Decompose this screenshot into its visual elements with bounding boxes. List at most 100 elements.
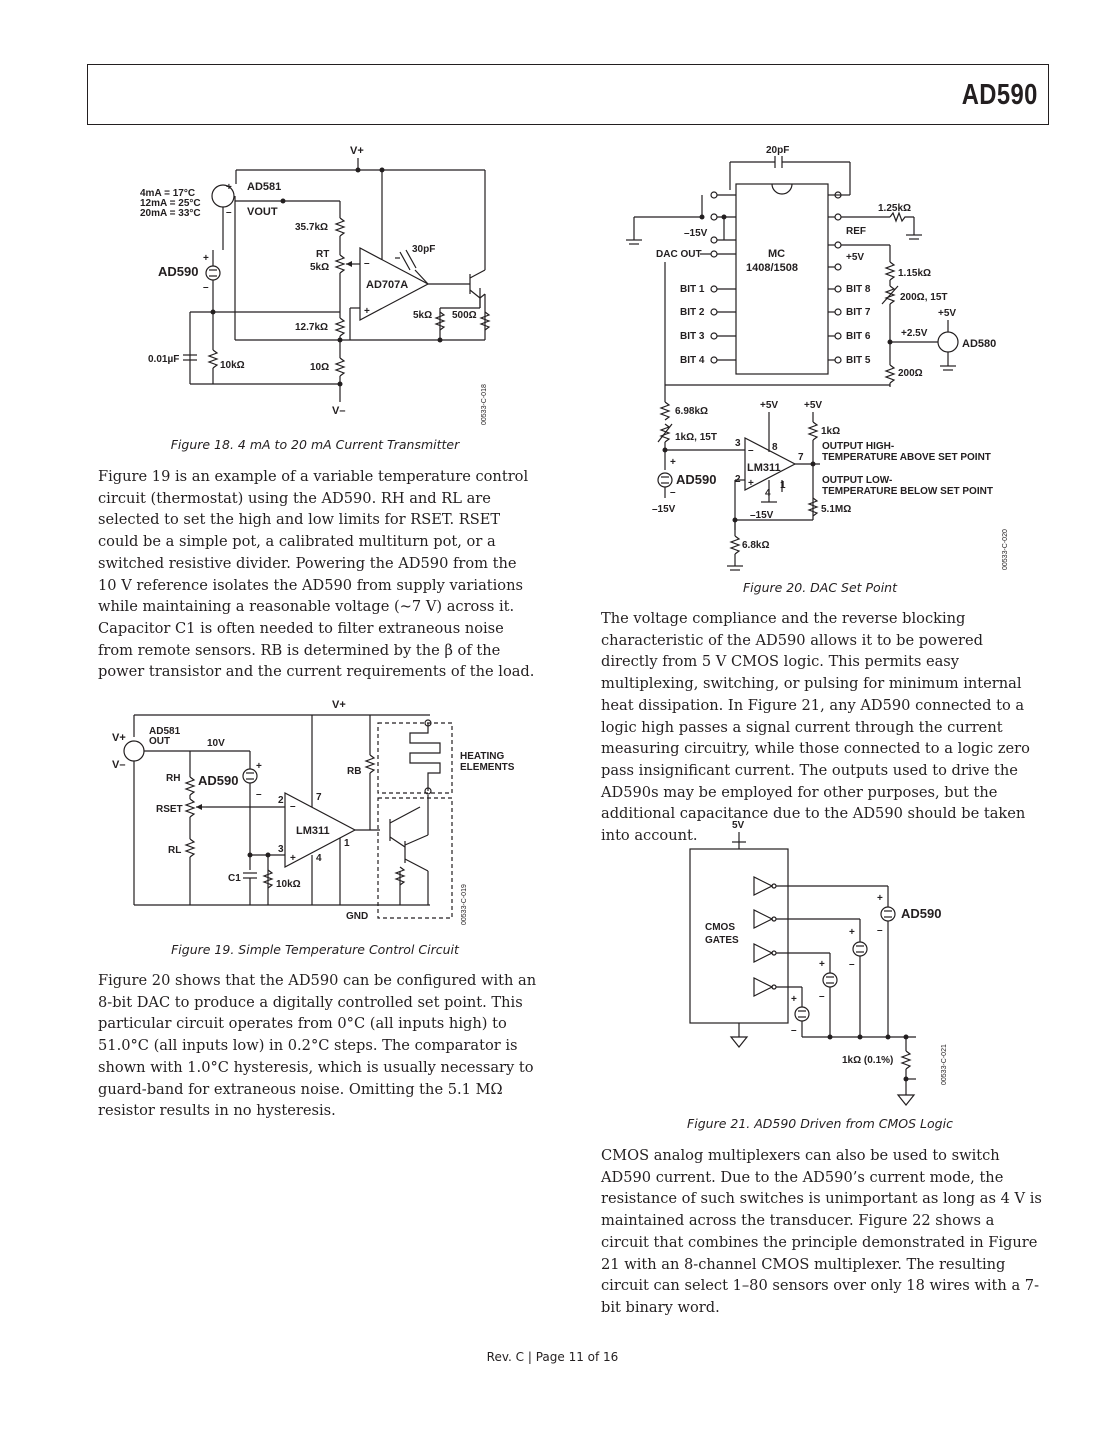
c20-label: 20pF (766, 145, 789, 156)
fig21-code: 00533-C-021 (941, 1044, 948, 1085)
ad590-label: AD590 (198, 773, 238, 788)
ad590-label: AD590 (158, 264, 198, 279)
svg-text:–: – (670, 487, 676, 498)
ad590-label: AD590 (676, 472, 716, 487)
svg-text:+: + (226, 182, 232, 193)
vplus-label: V+ (350, 145, 364, 157)
svg-text:–: – (226, 207, 232, 218)
r125-label: 1.25kΩ (878, 203, 911, 214)
svg-text:+: + (791, 994, 797, 1005)
r200-label: 200Ω (898, 368, 923, 379)
out-label: OUT (149, 736, 170, 747)
bit7-label: BIT 7 (846, 307, 871, 318)
vminus-label: V– (112, 759, 125, 771)
vplus-top-label: V+ (332, 699, 346, 711)
figure-18-caption: Figure 18. 4 mA to 20 mA Current Transmi… (170, 437, 460, 452)
lm311-label: LM311 (747, 462, 781, 474)
svg-text:+: + (748, 478, 754, 489)
m15va-label: –15V (652, 504, 676, 515)
p5vb-label: +5V (804, 400, 822, 411)
paragraph-fig22-intro: CMOS analog multiplexers can also be use… (601, 1147, 1042, 1316)
fig19-code: 00533-C-019 (461, 884, 468, 925)
paragraph-fig20-intro: Figure 20 shows that the AD590 can be co… (98, 972, 537, 1120)
ad590-label: AD590 (901, 906, 941, 921)
fig18-code: 00533-C-018 (481, 384, 488, 425)
page-title: AD590 (961, 79, 1038, 111)
bit1-label: BIT 1 (680, 284, 705, 295)
vplus-label: V+ (112, 732, 126, 744)
figure-21-caption: Figure 21. AD590 Driven from CMOS Logic (687, 1116, 953, 1131)
svg-text:–: – (849, 959, 855, 970)
svg-text:–: – (748, 445, 754, 456)
svg-text:+: + (819, 959, 825, 970)
gnd-label: GND (346, 911, 368, 922)
bit2-label: BIT 2 (680, 307, 705, 318)
rset-label: RSET (156, 804, 183, 815)
figure-18-schematic: V+ + – AD581 VOUT 4mA = 17°C 12mA = 25°C… (140, 145, 491, 425)
figure-20-caption: Figure 20. DAC Set Point (742, 580, 898, 595)
outhigh2-label: TEMPERATURE ABOVE SET POINT (822, 452, 991, 463)
c30-label: 30pF (412, 244, 435, 255)
r5k-label: 5kΩ (413, 310, 432, 321)
map-33c: 20mA = 33°C (140, 208, 201, 219)
figure-19-schematic: V+ V+ V– AD581 OUT 10V RH RSET RL + – AD… (112, 699, 515, 925)
ad581-label: AD581 (149, 726, 181, 737)
svg-text:+: + (849, 927, 855, 938)
ad707a-label: AD707A (366, 279, 408, 291)
r10-label: 10Ω (310, 362, 329, 373)
c1-label: C1 (228, 873, 241, 884)
cmos-label: CMOS (705, 922, 735, 933)
p25v-label: +2.5V (901, 328, 928, 339)
elements-label: ELEMENTS (460, 762, 515, 773)
mc-number: 1408/1508 (746, 262, 798, 274)
svg-text:–: – (203, 282, 209, 293)
page-footer: Rev. C | Page 11 of 16 (486, 1350, 619, 1364)
pin-3: 3 (735, 438, 741, 449)
svg-text:+: + (670, 457, 676, 468)
m15vb-label: –15V (750, 510, 774, 521)
svg-text:+: + (364, 306, 370, 317)
r10k-label: 10kΩ (220, 360, 245, 371)
bit4-label: BIT 4 (680, 355, 705, 366)
svg-text:–: – (364, 258, 370, 269)
bit5-label: BIT 5 (846, 355, 871, 366)
svg-text:+: + (877, 893, 883, 904)
vout-label: VOUT (247, 206, 278, 218)
svg-text:+: + (203, 253, 209, 264)
pin-7: 7 (316, 792, 322, 803)
svg-text:–: – (877, 925, 883, 936)
fig20-code: 00533-C-020 (1002, 529, 1009, 570)
r200t-label: 200Ω, 15T (900, 292, 948, 303)
gates-label: GATES (705, 935, 739, 946)
pin-1: 1 (344, 838, 350, 849)
svg-text:+: + (256, 761, 262, 772)
v10-label: 10V (207, 738, 225, 749)
ad581-label: AD581 (247, 181, 281, 193)
svg-text:–: – (791, 1025, 797, 1036)
figure-21-schematic: 5V CMOS GATES + – AD590 + – + – + – 1kΩ … (689, 820, 948, 1106)
figure-20-schematic: 20pF MC 1408/1508 –15V DAC OUT BIT 1 BIT… (626, 145, 1009, 571)
r68k-label: 6.8kΩ (742, 540, 769, 551)
rl-label: RL (168, 845, 181, 856)
rt-label: RT (316, 249, 329, 260)
paragraph-fig21-intro: The voltage compliance and the reverse b… (601, 610, 1030, 845)
page-header: AD590 (87, 64, 1049, 125)
heating-label: HEATING (460, 751, 504, 762)
r51m-label: 5.1MΩ (821, 504, 851, 515)
r127-label: 12.7kΩ (295, 322, 328, 333)
cap-label: 0.01µF (148, 354, 179, 365)
outlow1-label: OUTPUT LOW- (822, 475, 892, 486)
pin-2: 2 (278, 795, 284, 806)
r500-label: 500Ω (452, 310, 477, 321)
svg-text:+: + (290, 853, 296, 864)
ad580-label: AD580 (962, 338, 996, 350)
m15v-label: –15V (684, 228, 708, 239)
bit3-label: BIT 3 (680, 331, 705, 342)
svg-text:–: – (290, 801, 296, 812)
bit8-label: BIT 8 (846, 284, 871, 295)
r10k-label: 10kΩ (276, 879, 301, 890)
svg-text:–: – (256, 789, 262, 800)
p5v-label: +5V (846, 252, 864, 263)
paragraph-fig19-intro: Figure 19 is an example of a variable te… (98, 468, 535, 681)
r698-label: 6.98kΩ (675, 406, 708, 417)
